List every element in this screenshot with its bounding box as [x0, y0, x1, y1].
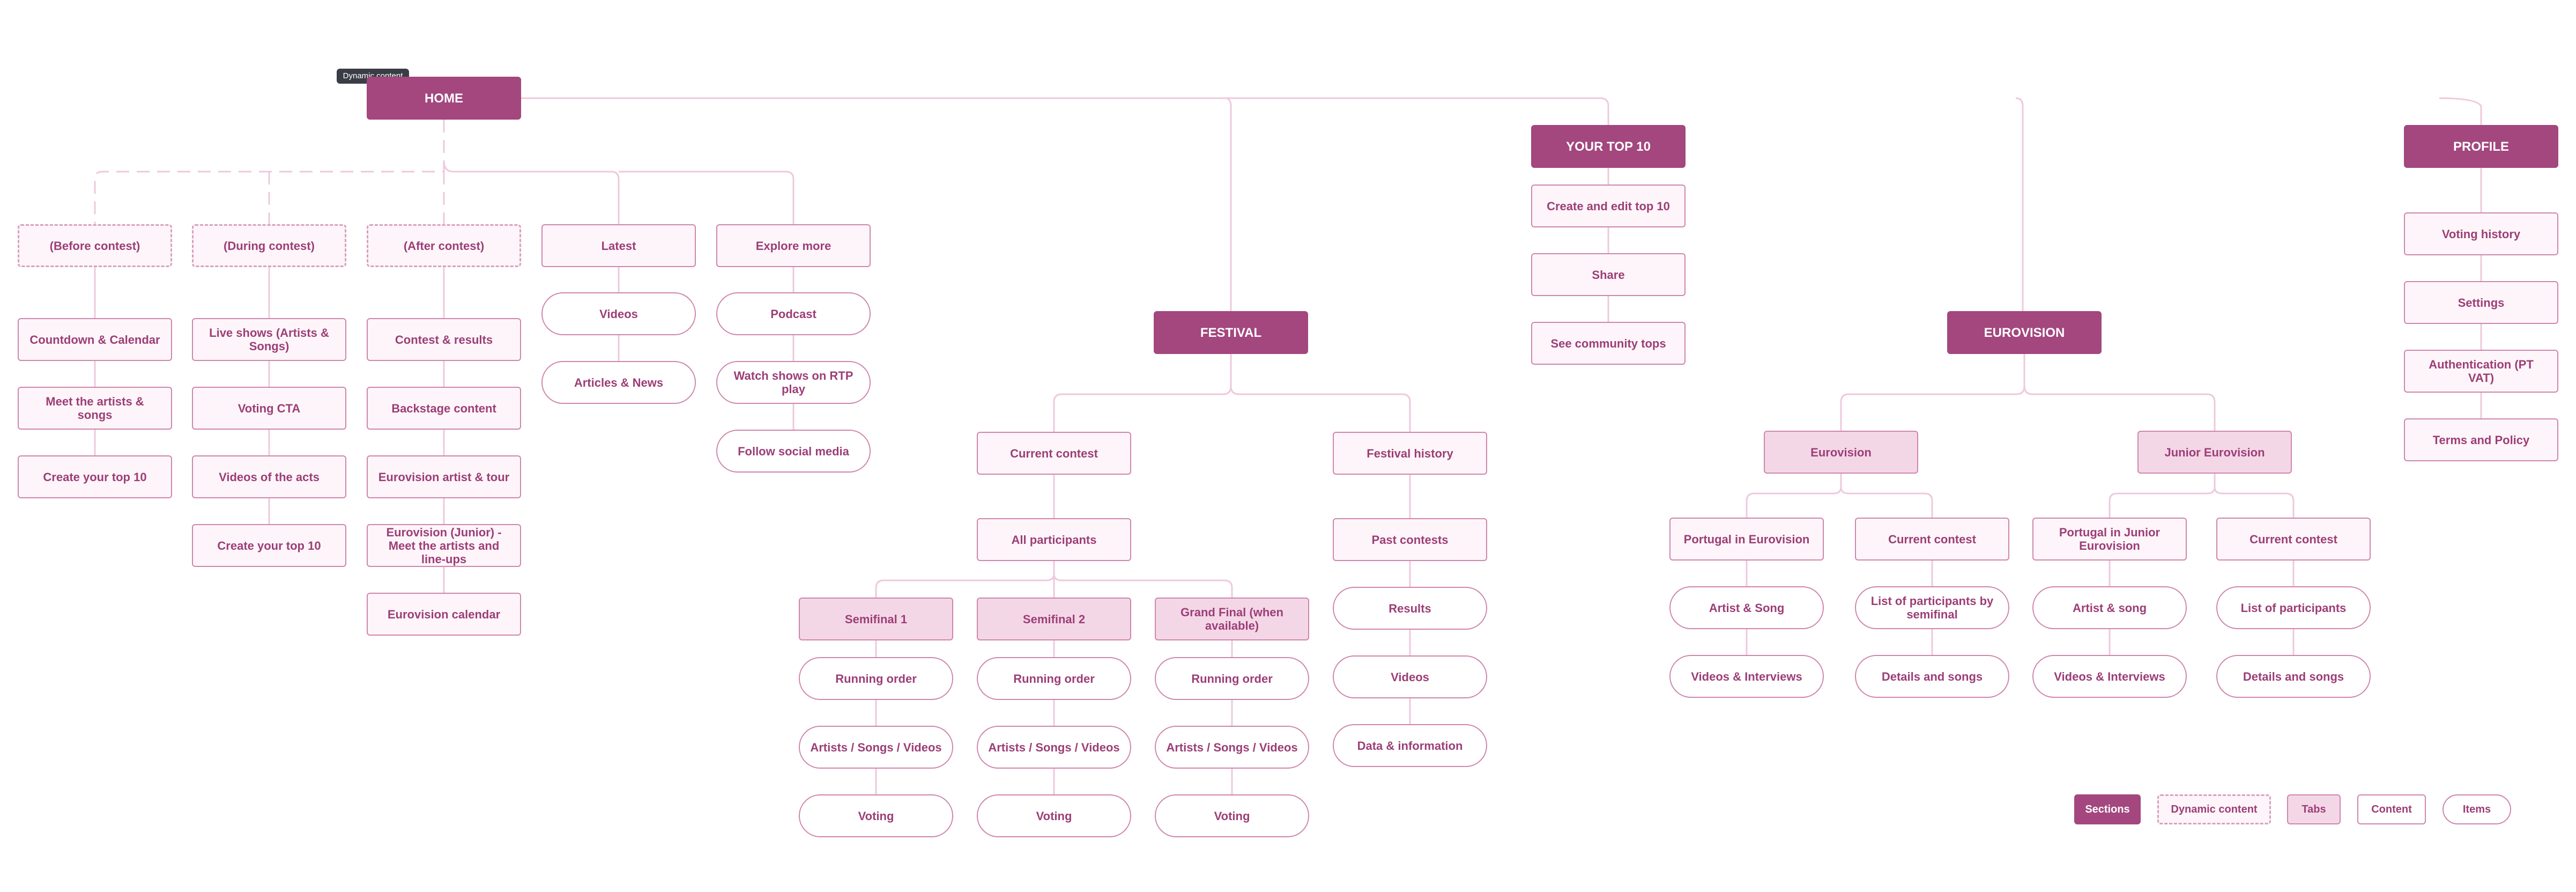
profile-content[interactable]: Settings	[2404, 281, 2558, 324]
latest-item[interactable]: Videos	[541, 292, 696, 335]
festival-section[interactable]: FESTIVAL	[1154, 311, 1308, 354]
after-content-node[interactable]: Eurovision calendar	[367, 593, 521, 636]
latest-node[interactable]: Latest	[541, 224, 696, 267]
during-content-node[interactable]: Live shows (Artists & Songs)	[192, 318, 346, 361]
show-item[interactable]: Artists / Songs / Videos	[1155, 726, 1309, 769]
explore-item[interactable]: Follow social media	[716, 430, 871, 473]
show-item[interactable]: Running order	[1155, 657, 1309, 700]
latest-item[interactable]: Articles & News	[541, 361, 696, 404]
legend-sections: Sections	[2074, 794, 2141, 824]
eurovision-tab[interactable]: Eurovision	[1764, 431, 1918, 474]
history-item[interactable]: Data & information	[1333, 724, 1487, 767]
profile-content[interactable]: Voting history	[2404, 212, 2558, 255]
semifinal-1-tab[interactable]: Semifinal 1	[799, 598, 953, 640]
eurovision-current-contest-node[interactable]: Current contest	[1855, 518, 2009, 561]
your-top-10-section[interactable]: YOUR TOP 10	[1531, 125, 1686, 168]
junior-item[interactable]: Details and songs	[2216, 655, 2371, 698]
show-item[interactable]: Voting	[977, 794, 1131, 837]
grand-final-tab[interactable]: Grand Final (when available)	[1155, 598, 1309, 640]
junior-eurovision-tab[interactable]: Junior Eurovision	[2137, 431, 2292, 474]
past-contests-node[interactable]: Past contests	[1333, 518, 1487, 561]
dynamic-before-contest[interactable]: (Before contest)	[18, 224, 172, 267]
after-content-node[interactable]: Eurovision (Junior) - Meet the artists a…	[367, 524, 521, 567]
show-item[interactable]: Running order	[977, 657, 1131, 700]
semifinal-2-tab[interactable]: Semifinal 2	[977, 598, 1131, 640]
during-content-node[interactable]: Videos of the acts	[192, 455, 346, 498]
dynamic-during-contest[interactable]: (During contest)	[192, 224, 346, 267]
after-content-node[interactable]: Contest & results	[367, 318, 521, 361]
your-top-content[interactable]: Create and edit top 10	[1531, 185, 1686, 227]
history-item[interactable]: Videos	[1333, 655, 1487, 698]
profile-content[interactable]: Terms and Policy	[2404, 418, 2558, 461]
dynamic-after-contest[interactable]: (After contest)	[367, 224, 521, 267]
explore-item[interactable]: Watch shows on RTP play	[716, 361, 871, 404]
before-content-node[interactable]: Countdown & Calendar	[18, 318, 172, 361]
eurovision-item[interactable]: Details and songs	[1855, 655, 2009, 698]
your-top-content[interactable]: See community tops	[1531, 322, 1686, 365]
show-item[interactable]: Artists / Songs / Videos	[977, 726, 1131, 769]
junior-item[interactable]: List of participants	[2216, 586, 2371, 629]
during-content-node[interactable]: Create your top 10	[192, 524, 346, 567]
your-top-content[interactable]: Share	[1531, 253, 1686, 296]
profile-content[interactable]: Authentication (PT VAT)	[2404, 350, 2558, 393]
profile-section[interactable]: PROFILE	[2404, 125, 2558, 168]
show-item[interactable]: Voting	[1155, 794, 1309, 837]
show-item[interactable]: Voting	[799, 794, 953, 837]
before-content-node[interactable]: Create your top 10	[18, 455, 172, 498]
during-content-node[interactable]: Voting CTA	[192, 387, 346, 430]
eurovision-item[interactable]: Videos & Interviews	[1669, 655, 1824, 698]
junior-current-contest-node[interactable]: Current contest	[2216, 518, 2371, 561]
legend-dynamic-content: Dynamic content	[2157, 794, 2271, 824]
explore-more-node[interactable]: Explore more	[716, 224, 871, 267]
eurovision-item[interactable]: List of participants by semifinal	[1855, 586, 2009, 629]
before-content-node[interactable]: Meet the artists & songs	[18, 387, 172, 430]
junior-item[interactable]: Artist & song	[2032, 586, 2187, 629]
after-content-node[interactable]: Eurovision artist & tour	[367, 455, 521, 498]
all-participants-node[interactable]: All participants	[977, 518, 1131, 561]
junior-item[interactable]: Videos & Interviews	[2032, 655, 2187, 698]
home-section[interactable]: HOME	[367, 77, 521, 120]
show-item[interactable]: Artists / Songs / Videos	[799, 726, 953, 769]
eurovision-item[interactable]: Artist & Song	[1669, 586, 1824, 629]
festival-history-node[interactable]: Festival history	[1333, 432, 1487, 475]
history-item[interactable]: Results	[1333, 587, 1487, 630]
portugal-in-junior-node[interactable]: Portugal in Junior Eurovision	[2032, 518, 2187, 561]
current-contest-node[interactable]: Current contest	[977, 432, 1131, 475]
legend-content: Content	[2357, 794, 2426, 824]
legend-items: Items	[2443, 794, 2511, 824]
legend-tabs: Tabs	[2287, 794, 2341, 824]
eurovision-section[interactable]: EUROVISION	[1947, 311, 2102, 354]
portugal-in-eurovision-node[interactable]: Portugal in Eurovision	[1669, 518, 1824, 561]
show-item[interactable]: Running order	[799, 657, 953, 700]
explore-item[interactable]: Podcast	[716, 292, 871, 335]
after-content-node[interactable]: Backstage content	[367, 387, 521, 430]
